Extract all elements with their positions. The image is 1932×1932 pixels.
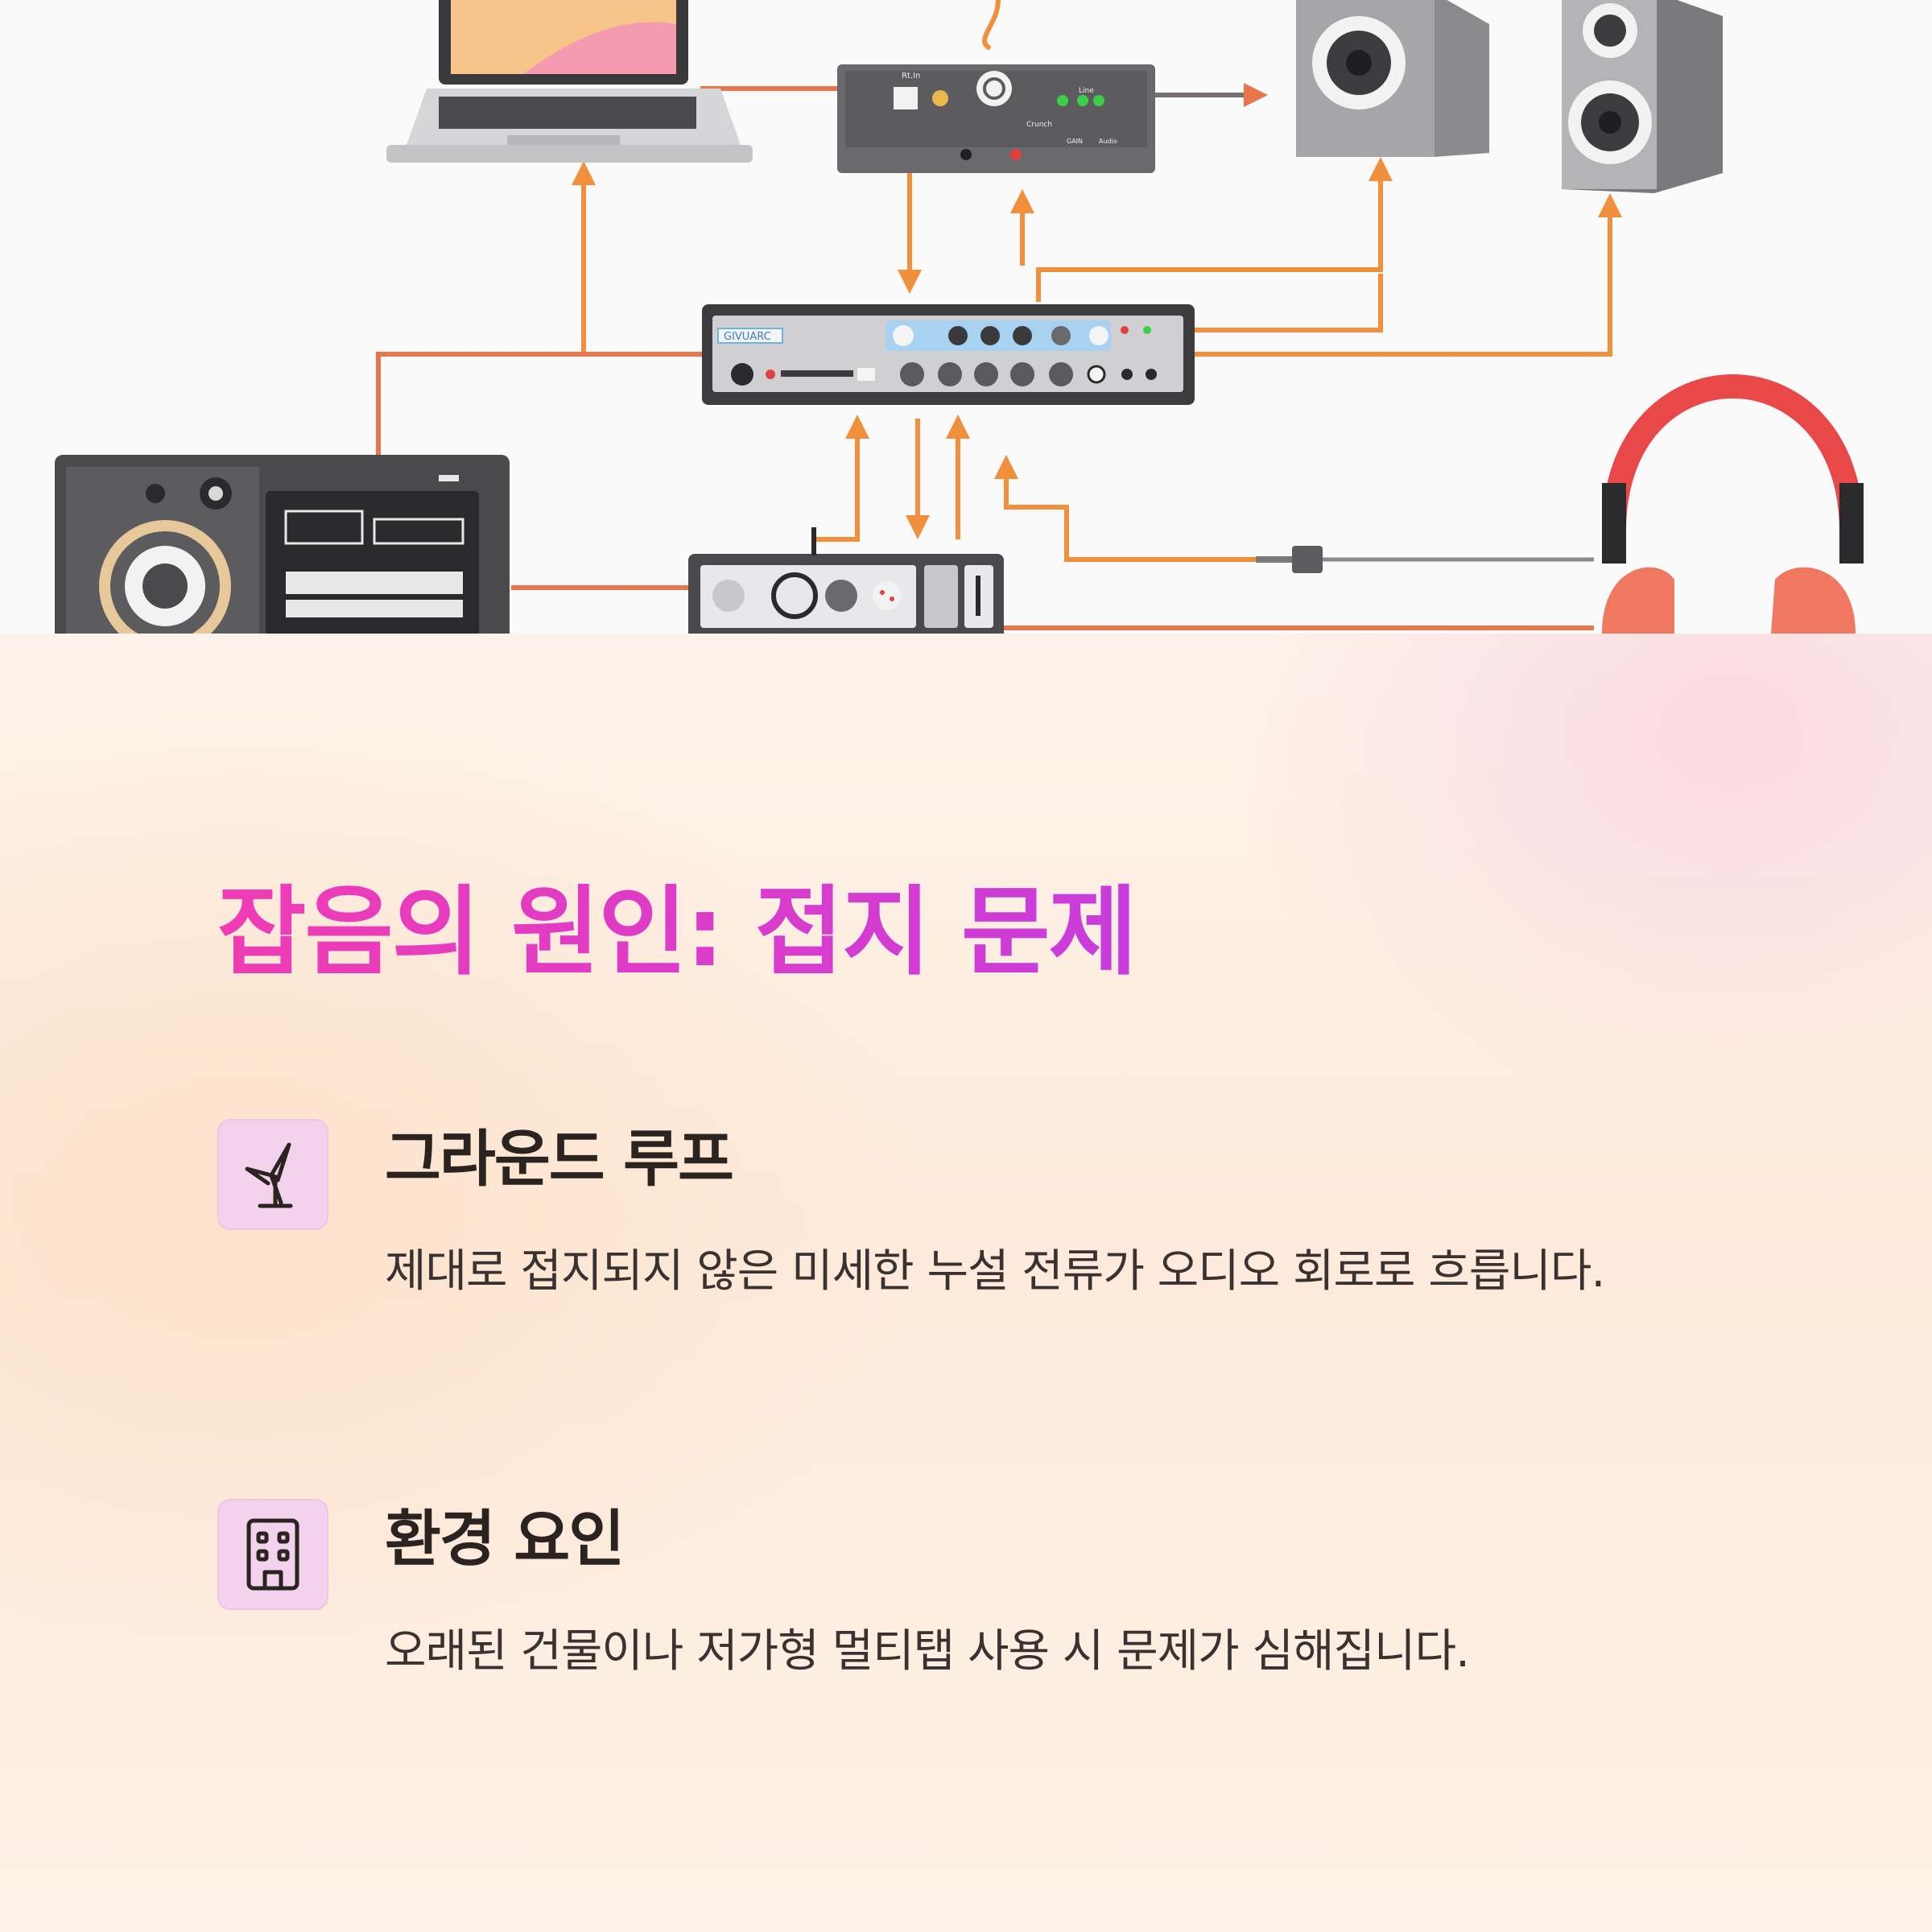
content-section: 잡음의 원인: 접지 문제 그라운드 루프 제대로 접지되지 않은 미세한 누설…: [0, 634, 1932, 1932]
item-icon-tile: [217, 1119, 328, 1230]
headphone-cable: [1256, 546, 1594, 573]
dac-unit: Rt.In Line Crunch GAIN Audio: [837, 64, 1155, 173]
page-title: 잡음의 원인: 접지 문제: [217, 875, 1137, 991]
dac-top-label: Rt.In: [902, 72, 920, 80]
audio-interface: GIVUARC: [702, 304, 1195, 405]
building-icon: [246, 1518, 299, 1591]
speaker-left: [1296, 0, 1489, 157]
item-description: 오래된 건물이나 저가형 멀티탭 사용 시 문제가 심해집니다.: [385, 1625, 1470, 1678]
item-description: 제대로 접지되지 않은 미세한 누설 전류가 오디오 회로로 흐릅니다.: [385, 1245, 1605, 1298]
dac-line-label: Line: [1079, 87, 1094, 95]
dac-audio-label: Audio: [1099, 138, 1117, 145]
item-heading: 환경 요인: [385, 1503, 625, 1575]
hero-illustration: Rt.In Line Crunch GAIN Audio: [0, 0, 1932, 634]
dac-gain-label: GAIN: [1067, 138, 1083, 145]
synth-device: [55, 455, 510, 634]
headphones: [1602, 374, 1864, 634]
item-icon-tile: [217, 1499, 328, 1610]
cables: [376, 0, 1622, 630]
audio-setup-diagram: Rt.In Line Crunch GAIN Audio: [55, 0, 1864, 634]
wind-turbine-icon: [245, 1142, 293, 1208]
interface-brand-label: GIVUARC: [724, 331, 771, 343]
preamp-device: [688, 527, 1004, 634]
item-heading: 그라운드 루프: [385, 1123, 734, 1195]
dac-crunch-label: Crunch: [1026, 121, 1052, 129]
speaker-right: [1562, 0, 1723, 193]
laptop: [386, 0, 753, 163]
